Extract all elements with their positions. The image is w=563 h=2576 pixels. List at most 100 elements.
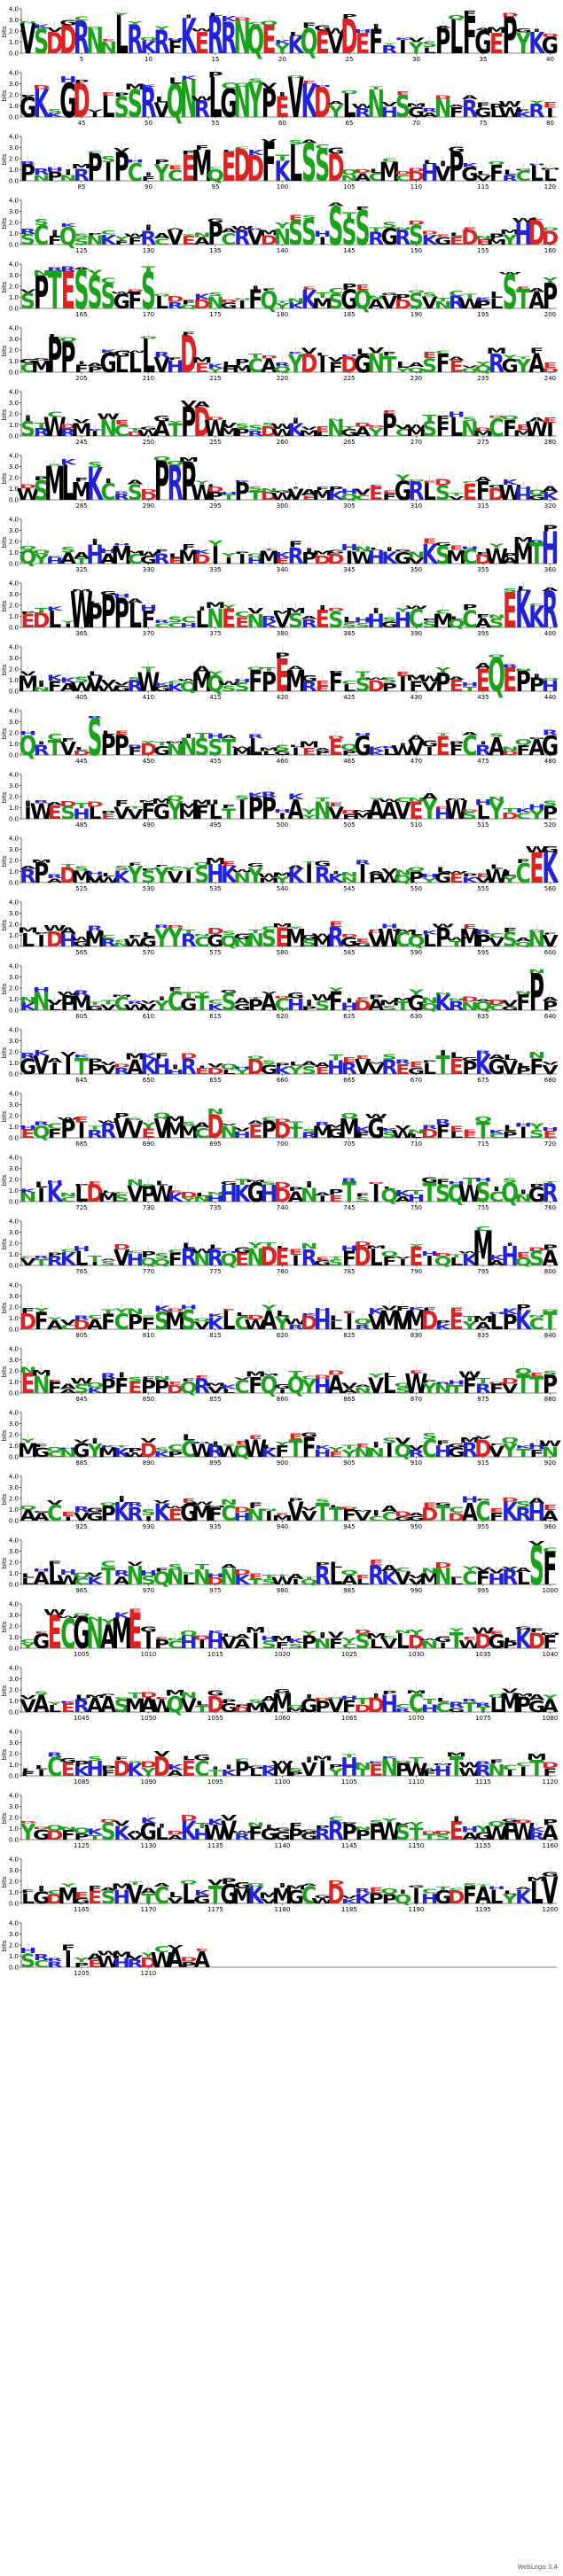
logo-letter: Q [448,1180,465,1208]
y-tick-label: 4.0 [9,1537,19,1545]
logo-letter-minor: V [181,399,197,409]
x-tick-label: 915 [477,1459,489,1467]
logo-letter: K [207,1002,225,1012]
logo-letter: K [542,491,559,503]
logo-letter: M [406,428,426,439]
logo-letter: K [462,1251,479,1270]
logo-letter-minor: L [35,1180,48,1190]
logo-letter: M [218,427,238,440]
logo-letter: N [327,416,345,441]
logo-letter: S [141,868,156,887]
x-tick-label: 410 [143,694,154,701]
x-tick-label: 930 [143,1523,154,1530]
y-tick-label: 3.0 [9,782,19,790]
logo-letter: A [194,236,211,247]
logo-letter-minor: G [448,145,465,153]
logo-letter-minor: W [498,100,521,109]
logo-letter-minor: T [128,806,143,810]
logo-letter-minor: K [395,1189,412,1199]
logo-letter: H [367,547,385,568]
x-tick-label: 585 [343,949,355,956]
logo-letter: N [193,1195,211,1203]
logo-letter-minor: N [421,997,439,1006]
logo-letter: S [128,83,143,127]
logo-letter-minor: K [247,792,264,799]
logo-letter: V [34,1052,50,1081]
logo-letter: P [181,451,196,513]
logo-letter: R [301,679,317,695]
logo-letter-minor: C [47,732,62,742]
logo-letter-minor: Y [33,1307,50,1313]
y-tick-label: 4.0 [9,517,19,524]
logo-letter-minor: Y [274,221,292,230]
logo-letter: E [182,147,196,190]
logo-letter: S [395,89,411,124]
x-tick-label: 375 [209,630,221,637]
x-tick-label: 1145 [341,1842,357,1849]
y-tick-label: 0.0 [9,1327,19,1334]
logo-letter: Y [207,368,223,374]
logo-letter: S [34,476,49,507]
logo-letter-minor: V [74,418,90,424]
logo-letter: G [395,549,411,568]
logo-letter-minor: A [462,94,479,101]
logo-letter-minor: M [178,802,199,812]
logo-letter-minor: A [194,665,210,674]
y-axis-label: bits [1,791,8,803]
x-tick-label: 30 [412,56,420,63]
logo-letter: H [153,1055,171,1079]
logo-letter: G [247,1178,264,1209]
y-axis-label: bits [1,1876,8,1887]
logo-letter-minor: H [73,1245,90,1253]
logo-letter: S [435,1180,450,1208]
logo-letter-minor: M [152,798,172,805]
logo-letter: S [382,1130,397,1140]
x-tick-label: 800 [544,1268,556,1275]
logo-letter: T [195,992,209,1015]
logo-letter: A [489,1260,505,1268]
logo-letter: L [208,801,222,824]
logo-letter: D [261,491,278,503]
x-tick-label: 815 [209,1332,221,1339]
logo-letter: G [381,223,398,250]
logo-letter: E [436,731,450,761]
logo-letter: F [409,678,423,695]
y-axis-label: bits [1,855,8,867]
logo-letter: D [367,677,384,695]
logo-letter-minor: M [125,82,145,92]
logo-letter: M [178,547,199,569]
y-tick-label: 4.0 [9,1410,19,1417]
logo-letter-minor: M [285,607,306,615]
logo-panel: 0.01.02.03.04.0bitsQQYQHKASTA325HIAHMHCM… [1,517,559,575]
logo-letter: P [207,491,223,503]
logo-letter: Y [515,356,532,377]
x-tick-label: 520 [544,821,556,829]
logo-letter: A [395,1195,411,1203]
logo-letter-minor: V [60,1051,77,1058]
x-tick-label: 590 [411,949,422,956]
y-tick-label: 4.0 [9,1091,19,1098]
logo-letter: L [530,161,543,186]
x-tick-label: 365 [75,630,87,637]
logo-letter-minor: A [234,997,251,1006]
logo-letter: E [463,1132,477,1140]
logo-letter: D [354,997,371,1014]
logo-letter-minor: E [543,362,557,370]
logo-letter: G [395,477,411,507]
logo-letter: G [408,1066,425,1077]
y-tick-label: 2.0 [9,1942,19,1950]
logo-letter: P [516,665,531,698]
logo-letter-minor: E [342,1056,356,1064]
y-tick-label: 0.0 [9,1263,19,1270]
logo-letter: R [47,1253,63,1268]
logo-letter: G [354,942,371,948]
logo-letter: H [180,622,198,629]
logo-letter: K [301,76,318,128]
logo-letter: P [114,589,129,637]
logo-letter: D [86,1180,103,1208]
logo-letter: T [342,1178,356,1209]
x-tick-label: 200 [544,311,556,318]
logo-letter-minor: P [328,1188,343,1197]
x-tick-label: 465 [343,758,355,765]
logo-letter: H [421,160,439,187]
